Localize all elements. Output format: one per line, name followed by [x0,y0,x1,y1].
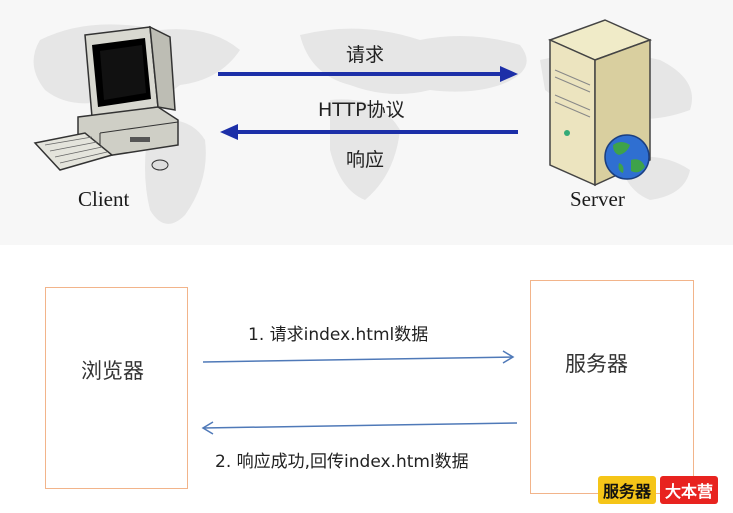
watermark-part2: 大本营 [660,476,719,504]
request-label: 请求 [346,44,385,66]
server-box: 服务器 [530,280,694,494]
bottom-arrows [201,350,518,435]
top-arrows [218,66,518,140]
response-label: 响应 [346,149,385,171]
server-icon [547,19,653,187]
browser-box: 浏览器 [45,287,188,489]
browser-label: 浏览器 [81,359,144,383]
response-text: 2. 响应成功,回传index.html数据 [215,452,469,472]
watermark: 服务器 大本营 [598,476,719,504]
response-arrowhead [220,124,238,140]
request-arrow-line [202,356,514,363]
request-text: 1. 请求index.html数据 [248,325,429,345]
watermark-part1: 服务器 [598,476,657,504]
client-computer-icon [33,25,179,171]
request-arrowhead [500,66,518,82]
server-label: Server [570,187,625,211]
protocol-label: HTTP协议 [318,99,405,121]
server-box-label: 服务器 [565,352,628,376]
client-label: Client [78,187,130,211]
response-arrow-line [202,422,518,429]
request-arrowhead [502,350,515,364]
response-arrowhead [201,421,214,435]
